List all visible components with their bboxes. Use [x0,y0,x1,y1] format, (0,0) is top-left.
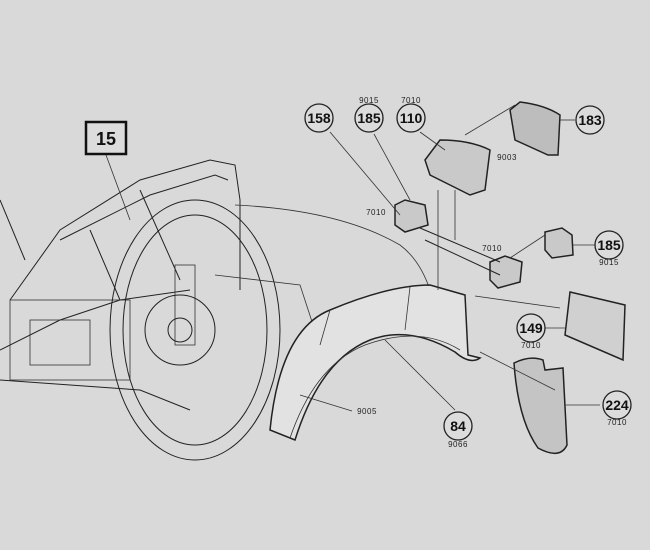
mudflap-224 [513,357,568,454]
svg-text:224: 224 [605,397,629,413]
callout-149[interactable]: 149 7010 [516,313,546,350]
bracket-bar [419,227,501,276]
rear-fender-84 [269,284,482,441]
svg-text:110: 110 [400,110,423,126]
callout-224[interactable]: 224 7010 [602,390,632,427]
svg-text:9066: 9066 [448,440,468,449]
side-reflector-left [394,199,429,233]
license-plate-149 [564,291,626,362]
svg-text:183: 183 [578,112,602,128]
svg-text:7010: 7010 [607,418,627,427]
svg-text:7010: 7010 [521,341,541,350]
tail-lamp-housing-110 [424,139,491,196]
figure-label: 15 [96,129,116,149]
svg-text:185: 185 [597,237,621,253]
callout-185[interactable]: 9015 185 [354,96,384,133]
motorcycle-frame-sketch [0,159,241,411]
left-lamp-code: 7010 [366,208,386,217]
svg-text:149: 149 [519,320,543,336]
callout-183[interactable]: 183 [575,105,605,135]
right-lamp-code: 7010 [482,244,502,253]
svg-text:185: 185 [357,110,381,126]
svg-text:7010: 7010 [401,96,421,105]
callout-185-right[interactable]: 185 9015 [594,230,624,267]
fender-code: 9005 [357,407,377,416]
leader-lines [105,104,600,412]
svg-text:84: 84 [450,418,466,434]
svg-text:9015: 9015 [599,258,619,267]
callout-84[interactable]: 84 9066 [443,411,473,449]
svg-text:9015: 9015 [359,96,379,105]
tail-lamp-lens-183 [509,101,561,156]
figure-label-box [84,120,128,156]
rear-wheel-sketch [109,199,281,461]
callout-158[interactable]: 158 [304,103,334,133]
lens-code: 9003 [497,153,517,162]
reflector-185 [544,227,574,259]
wire-line [234,204,431,291]
callout-110[interactable]: 7010 110 [396,96,426,133]
side-reflector-right [489,255,523,289]
svg-text:158: 158 [307,110,331,126]
